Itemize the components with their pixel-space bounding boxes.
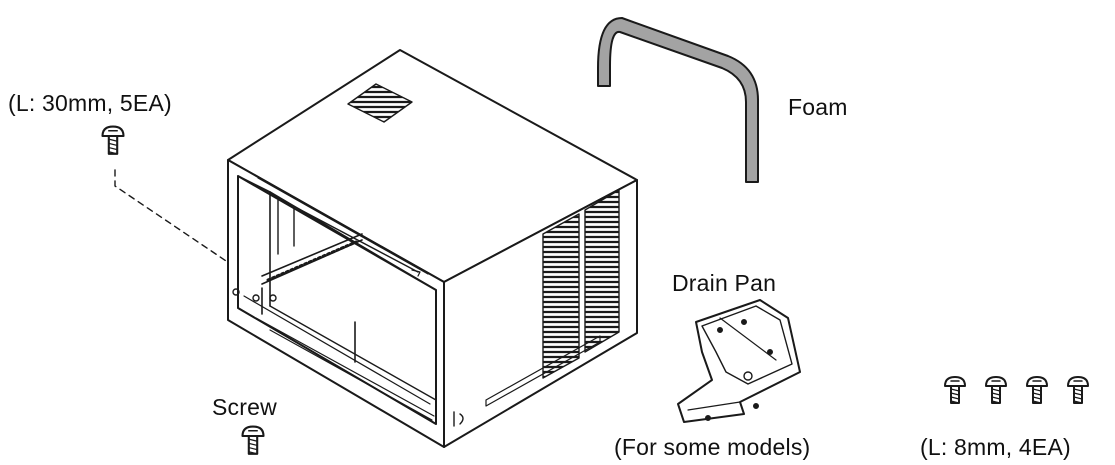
top-screw-icon — [101, 125, 125, 155]
small-screw-icon — [1026, 376, 1048, 404]
screw-guide-line — [114, 169, 279, 297]
drain-pan-label: Drain Pan — [672, 270, 777, 296]
top-screw-spec-label: (L: 30mm, 5EA) — [8, 90, 172, 116]
foam-label: Foam — [788, 94, 848, 120]
small-screws-group — [944, 376, 1089, 404]
cabinet-icon — [227, 49, 638, 448]
small-screw-spec-label: (L: 8mm, 4EA) — [920, 434, 1071, 460]
screw-label: Screw — [212, 394, 277, 420]
drain-pan-icon — [677, 299, 801, 423]
screw-icon — [241, 425, 265, 455]
foam-strip-icon — [597, 17, 759, 183]
small-screw-icon — [1067, 376, 1089, 404]
small-screw-icon — [985, 376, 1007, 404]
drain-pan-note-label: (For some models) — [614, 434, 811, 460]
small-screw-icon — [944, 376, 966, 404]
